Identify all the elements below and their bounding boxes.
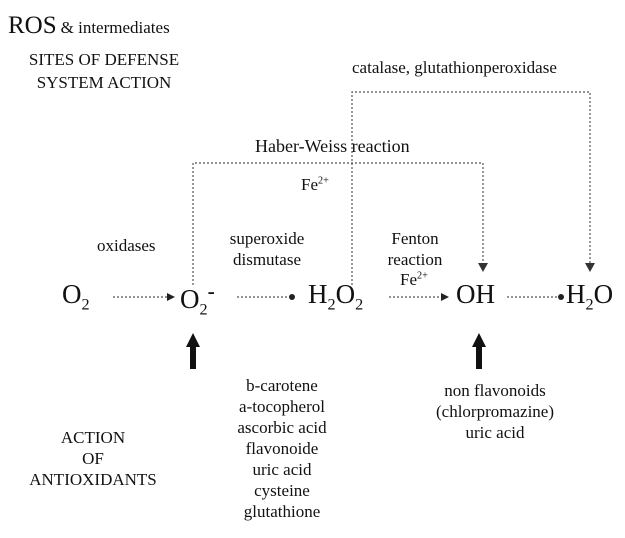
- antioxidant-arrow-left: [186, 333, 200, 369]
- oh-to-water-dot: [558, 294, 564, 300]
- list-item: a-tocopherol: [239, 397, 325, 416]
- list-item: cysteine: [254, 481, 310, 500]
- list-item: glutathione: [243, 502, 321, 521]
- catalase-arrowhead: [585, 263, 595, 272]
- species-hydroxyl-radical: OH: [456, 279, 495, 309]
- fe-haber-weiss-label: Fe2+: [301, 175, 329, 194]
- list-item: uric acid: [252, 460, 312, 479]
- antioxidants-hydroxyl-list: non flavonoids (chlorpromazine) uric aci…: [425, 380, 565, 443]
- species-superoxide: O2-: [180, 279, 215, 319]
- header-ros-line: ROS & intermediates: [8, 12, 170, 40]
- action-of-antioxidants-label: ACTION OF ANTIOXIDANTS: [29, 428, 157, 489]
- list-item: uric acid: [465, 423, 525, 442]
- antioxidants-superoxide-list: b-carotene a-tocopherol ascorbic acid fl…: [212, 375, 352, 522]
- list-item: flavonoide: [245, 439, 319, 458]
- species-hydrogen-peroxide: H2O2: [308, 279, 364, 314]
- header-line-3: SYSTEM ACTION: [36, 73, 172, 92]
- haber-weiss-connector: [192, 162, 484, 285]
- list-item: non flavonoids: [444, 381, 546, 400]
- list-item: ascorbic acid: [237, 418, 327, 437]
- oxidases-arrowhead: [167, 293, 175, 301]
- ros-suffix: & intermediates: [60, 18, 170, 37]
- ros-title: ROS: [8, 12, 57, 39]
- header-line-2: SITES OF DEFENSE: [28, 50, 180, 69]
- catalase-label: catalase, glutathionperoxidase: [352, 58, 557, 77]
- list-item: (chlorpromazine): [436, 402, 554, 421]
- species-water: H2O: [566, 279, 614, 314]
- oxidases-label: oxidases: [97, 236, 156, 255]
- fe-fenton-label: Fe2+: [400, 270, 428, 289]
- antioxidant-arrow-right: [472, 333, 486, 369]
- sod-arrow-dot: [289, 294, 295, 300]
- catalase-connector: [351, 91, 591, 285]
- fenton-label: Fenton reaction: [387, 229, 443, 269]
- species-oxygen: O2: [62, 279, 90, 314]
- list-item: b-carotene: [246, 376, 318, 395]
- haber-weiss-label: Haber-Weiss reaction: [255, 136, 410, 156]
- sod-label: superoxide dismutase: [229, 229, 305, 269]
- haber-weiss-arrowhead: [478, 263, 488, 272]
- fenton-arrowhead: [441, 293, 449, 301]
